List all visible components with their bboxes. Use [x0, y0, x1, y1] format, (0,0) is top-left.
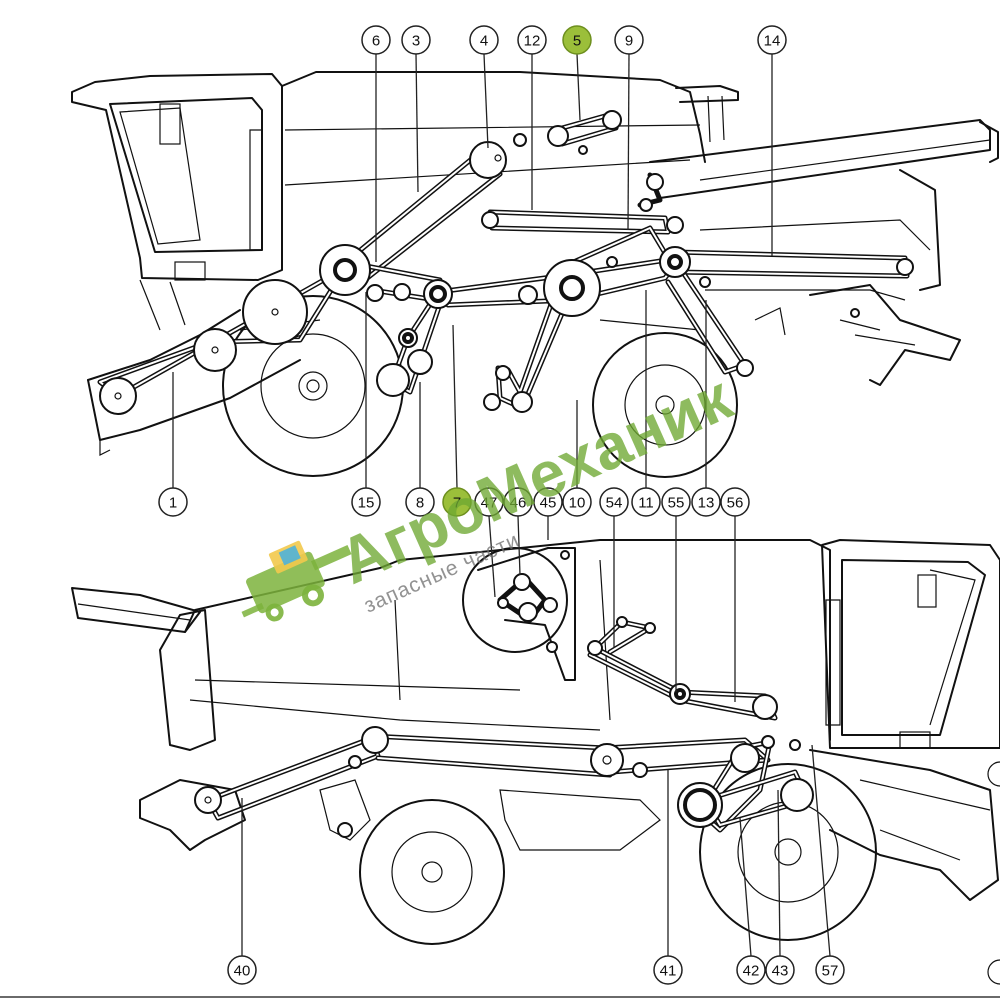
- callout-4: 4: [469, 25, 499, 149]
- callout-label-56: 56: [727, 495, 744, 512]
- callout-circle-43: [765, 955, 795, 985]
- callout-circle-1: [158, 487, 188, 517]
- callout-12: 12: [517, 25, 547, 210]
- callout-15: 15: [351, 292, 381, 517]
- top-pulleys: [99, 110, 914, 415]
- callout-circle-41: [653, 955, 683, 985]
- callout-circle-9: [614, 25, 644, 55]
- callout-label-41: 41: [660, 963, 677, 980]
- callout-43: 43: [765, 789, 795, 985]
- callout-label-3: 3: [412, 33, 420, 50]
- callout-circle-3: [401, 25, 431, 55]
- callout-circle-56: [720, 487, 750, 517]
- callout-circle-5: [562, 25, 592, 55]
- callout-circle-40: [227, 955, 257, 985]
- callout-circle-57: [815, 955, 845, 985]
- callout-label-13: 13: [698, 495, 715, 512]
- callout-11: 11: [631, 290, 661, 517]
- bottom-combine-outline: [71, 539, 1000, 901]
- callout-label-7: 7: [453, 495, 461, 512]
- callout-1: 1: [158, 372, 188, 517]
- leader-line-57: [811, 744, 831, 957]
- callout-label-10: 10: [569, 495, 586, 512]
- callout-circle-47: [474, 487, 504, 517]
- callout-56: 56: [720, 487, 750, 702]
- callout-circle-13: [691, 487, 721, 517]
- callout-label-43: 43: [772, 963, 789, 980]
- callout-8: 8: [405, 382, 435, 517]
- callout-circle-10: [562, 487, 592, 517]
- callout-9: 9: [614, 25, 644, 231]
- callout-57: 57: [811, 744, 845, 985]
- callout-label-42: 42: [743, 963, 760, 980]
- callout-7: 7: [442, 324, 472, 517]
- leader-line-42: [739, 817, 752, 957]
- callout-45: 45: [533, 487, 563, 540]
- callout-label-8: 8: [416, 495, 424, 512]
- callout-14: 14: [757, 25, 787, 256]
- leader-line-7: [452, 324, 458, 489]
- callout-circle-15: [351, 487, 381, 517]
- callout-label-15: 15: [358, 495, 375, 512]
- callout-label-1: 1: [169, 495, 177, 512]
- leader-line-3: [415, 53, 419, 193]
- callout-label-45: 45: [540, 495, 557, 512]
- callout-circle-7: [442, 487, 472, 517]
- callout-label-9: 9: [625, 33, 633, 50]
- bottom-pulleys: [194, 616, 814, 838]
- callout-label-54: 54: [606, 495, 623, 512]
- callout-46: 46: [503, 487, 533, 576]
- leader-line-43: [777, 789, 781, 957]
- callout-41: 41: [653, 770, 683, 985]
- callout-circle-42: [736, 955, 766, 985]
- callout-42: 42: [736, 817, 766, 985]
- callout-55: 55: [661, 487, 691, 692]
- callout-circle-8: [405, 487, 435, 517]
- callout-label-55: 55: [668, 495, 685, 512]
- leader-line-47: [488, 515, 496, 598]
- leader-line-5: [576, 53, 581, 121]
- callout-label-57: 57: [822, 963, 839, 980]
- leader-line-46: [517, 515, 521, 576]
- callout-circle-4: [469, 25, 499, 55]
- leader-line-4: [483, 53, 489, 149]
- callout-label-5: 5: [573, 33, 581, 50]
- callout-13: 13: [691, 300, 721, 517]
- callout-circle-6: [361, 25, 391, 55]
- callout-label-46: 46: [510, 495, 527, 512]
- callout-47: 47: [474, 487, 504, 598]
- bottom-gearbox-45-47: [462, 547, 576, 681]
- callout-5: 5: [562, 25, 592, 121]
- callout-label-11: 11: [638, 495, 654, 512]
- callout-40: 40: [227, 798, 257, 985]
- callout-label-12: 12: [524, 33, 541, 50]
- callout-3: 3: [401, 25, 431, 193]
- leader-line-9: [627, 53, 630, 231]
- callout-circle-46: [503, 487, 533, 517]
- callout-circle-54: [599, 487, 629, 517]
- callout-label-6: 6: [372, 33, 380, 50]
- callout-circle-11: [631, 487, 661, 517]
- callout-label-4: 4: [480, 33, 488, 50]
- callout-label-40: 40: [234, 963, 251, 980]
- callout-label-47: 47: [481, 495, 498, 512]
- callout-circle-14: [757, 25, 787, 55]
- callout-circle-45: [533, 487, 563, 517]
- callout-label-14: 14: [764, 33, 781, 50]
- callout-6: 6: [361, 25, 391, 262]
- combine-harvester-icon: [241, 540, 352, 622]
- callout-10: 10: [562, 400, 592, 517]
- callout-circle-55: [661, 487, 691, 517]
- top-combine-outline: [71, 71, 999, 456]
- callout-54: 54: [599, 487, 629, 648]
- callout-circle-12: [517, 25, 547, 55]
